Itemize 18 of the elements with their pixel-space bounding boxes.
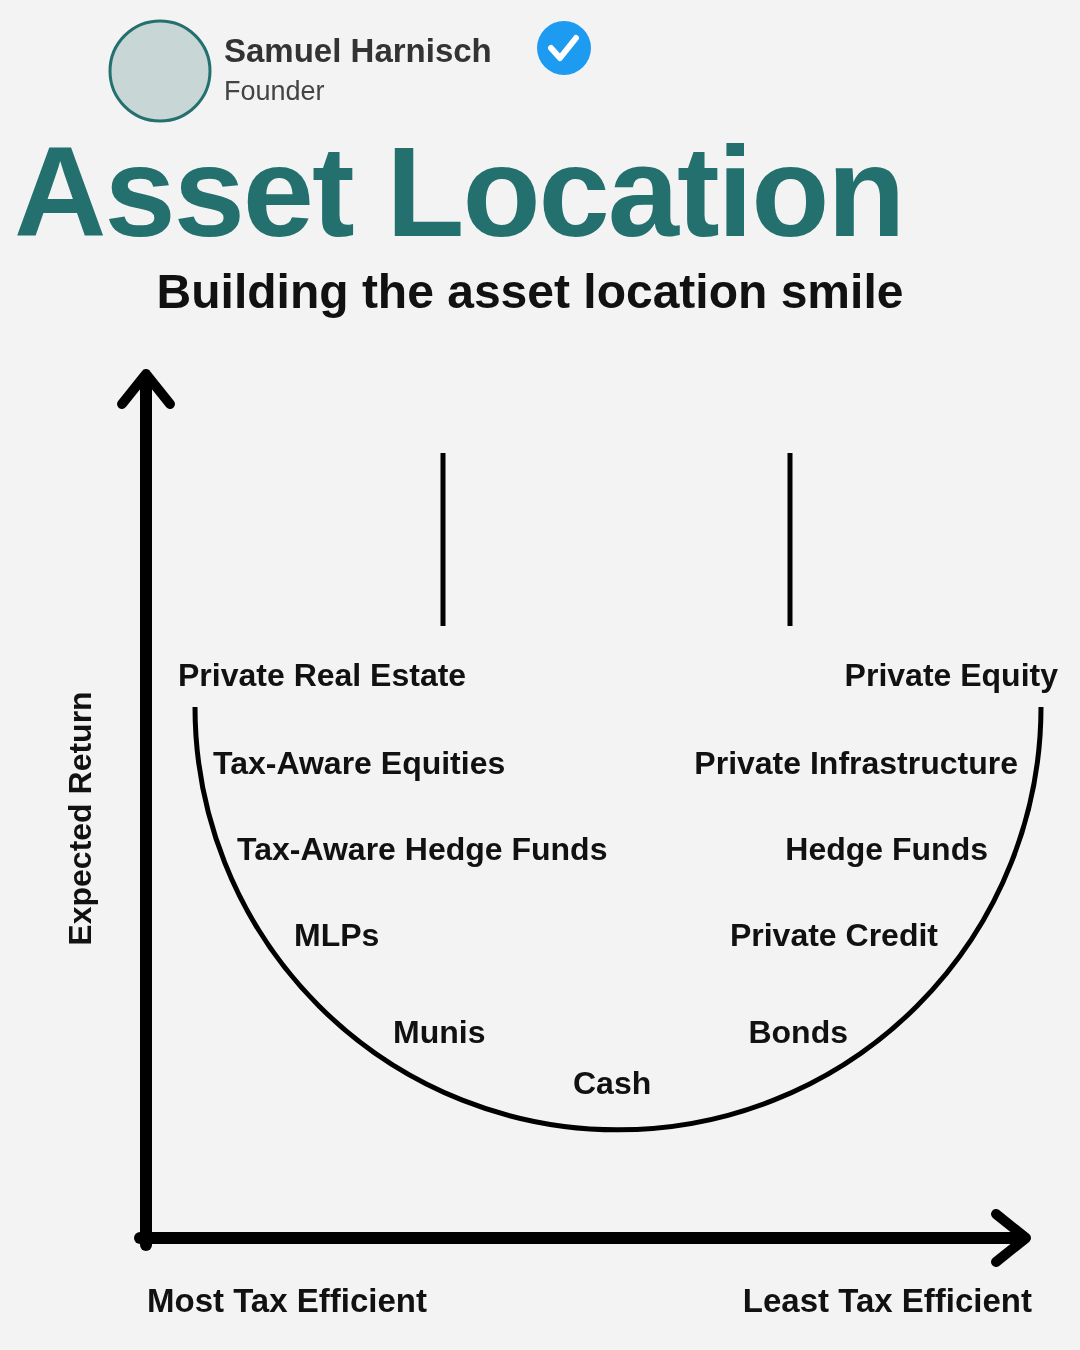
asset-label: Munis xyxy=(393,1014,486,1051)
asset-label: Tax-Aware Hedge Funds xyxy=(237,831,608,868)
axis-label: Least Tax Efficient xyxy=(742,1282,1032,1320)
asset-label: Private Equity xyxy=(844,657,1058,694)
asset-label: MLPs xyxy=(294,917,380,954)
asset-label: Private Infrastructure xyxy=(694,745,1018,782)
asset-label: Private Credit xyxy=(729,917,938,954)
author-name: Samuel Harnisch xyxy=(224,32,492,70)
subtitle: Building the asset location smile xyxy=(155,264,905,319)
asset-label: Cash xyxy=(573,1065,652,1102)
axis-title: Expected Return xyxy=(61,690,99,948)
asset-label: Bonds xyxy=(748,1014,848,1051)
axis-label: Most Tax Efficient xyxy=(147,1282,427,1320)
asset-label: Tax-Aware Equities xyxy=(213,745,506,782)
author-role: Founder xyxy=(224,76,325,107)
asset-label: Private Real Estate xyxy=(178,657,467,694)
title: Asset Location xyxy=(14,119,904,265)
asset-label: Hedge Funds xyxy=(785,831,988,868)
